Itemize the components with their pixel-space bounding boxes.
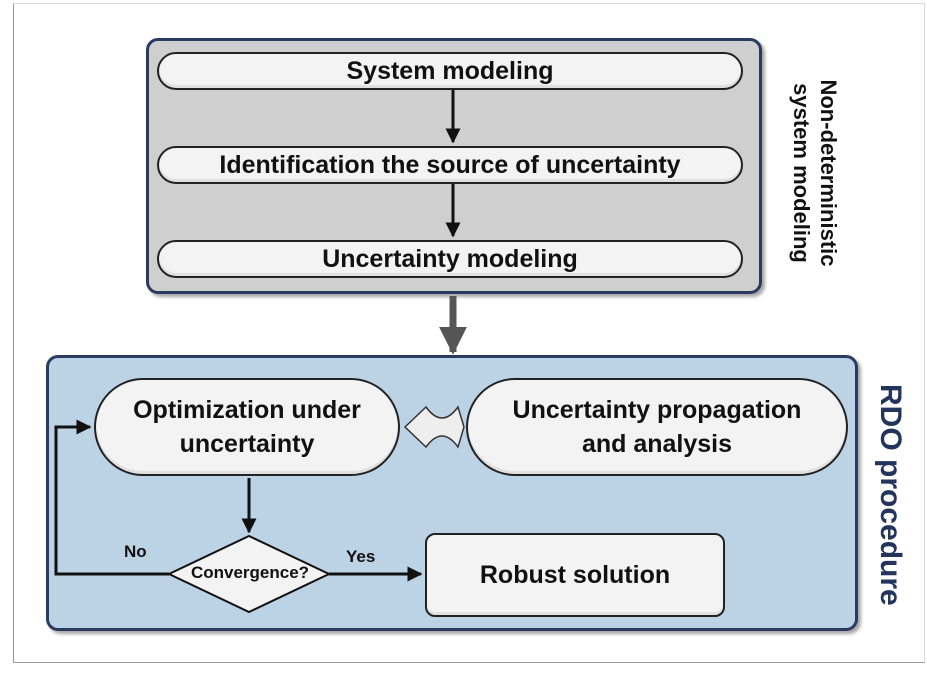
optimization-line2: uncertainty bbox=[179, 430, 315, 458]
uncertainty-propagation-node: Uncertainty propagation and analysis bbox=[466, 378, 848, 476]
system-modeling-label: System modeling bbox=[346, 56, 554, 85]
figure-frame bbox=[13, 3, 925, 663]
convergence-decision-label: Convergence? bbox=[190, 563, 310, 582]
convergence-decision bbox=[166, 534, 332, 614]
identify-uncertainty-source-label: Identification the source of uncertainty bbox=[219, 150, 681, 179]
no-loop-connector bbox=[54, 419, 169, 576]
propagation-line2: and analysis bbox=[581, 430, 733, 458]
no-label: No bbox=[124, 542, 147, 561]
identify-uncertainty-source-step: Identification the source of uncertainty bbox=[157, 146, 743, 184]
system-modeling-step: System modeling bbox=[157, 52, 743, 90]
optimization-line1: Optimization under bbox=[133, 396, 361, 424]
propagation-line1: Uncertainty propagation bbox=[512, 396, 802, 424]
robust-solution-label: Robust solution bbox=[479, 560, 671, 589]
uncertainty-modeling-label: Uncertainty modeling bbox=[322, 244, 578, 273]
yes-label: Yes bbox=[346, 547, 376, 566]
robust-solution-node: Robust solution bbox=[425, 533, 725, 617]
bidirectional-connector bbox=[403, 405, 465, 449]
uncertainty-modeling-step: Uncertainty modeling bbox=[157, 240, 743, 278]
optimization-node: Optimization under uncertainty bbox=[94, 378, 400, 476]
